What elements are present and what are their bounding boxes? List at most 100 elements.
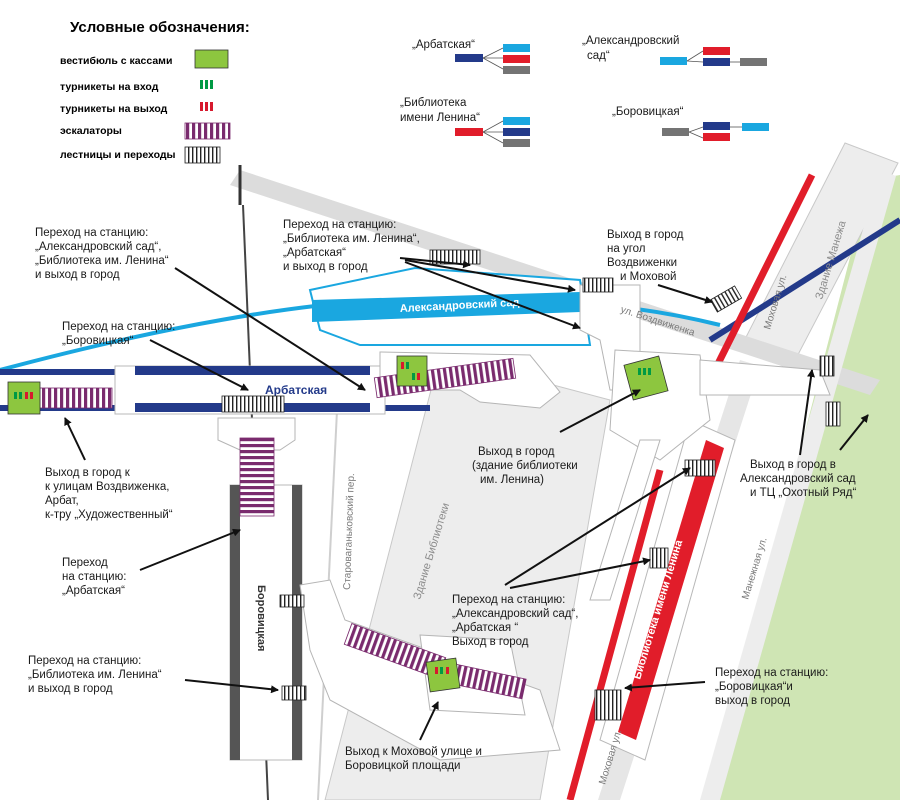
svg-text:Александровский сад: Александровский сад [740,473,856,485]
line-swatch-bor-to-arbat [703,122,730,130]
line-legend: „Арбатская“ „Александровский сад“ „Библи… [400,35,769,147]
legend-exit-icon [200,102,213,111]
vestibule-mokhovaya[interactable] [425,657,461,693]
svg-text:на угол: на угол [607,243,646,255]
line-swatch-lib-to-arbat [503,128,530,136]
line-swatch-lib-to-bor [503,139,530,147]
stairs-lower-platform [594,689,622,721]
stairs-borovitskaya-mid [279,594,305,608]
svg-text:„Арбатская“: „Арбатская“ [283,247,346,259]
escalator-arbat-west [39,387,113,409]
escalator-borovitskaya-top [239,437,275,517]
arbatskaya-platform-label: Арбатская [265,383,327,397]
svg-text:„Библиотека им. Ленина“: „Библиотека им. Ленина“ [28,669,162,681]
vestibule-arbat-east[interactable] [396,355,428,387]
svg-text:Переход на станцию:: Переход на станцию: [35,227,148,239]
manezhnaya-street [700,170,896,800]
svg-text:и выход в город: и выход в город [35,269,120,281]
callout-mokhovaya-exit: Выход к Моховой улице и Боровицкой площа… [345,701,482,772]
line-legend-arbatskaya: „Арбатская“ [412,39,475,51]
line-swatch-borovitskaya [662,128,689,136]
svg-text:Выход к Моховой улице и: Выход к Моховой улице и [345,746,482,758]
line-swatch-aleksandrovsky [660,57,687,65]
svg-text:Переход на станцию:: Переход на станцию: [283,219,396,231]
line-legend-aleksandrovsky-1: „Александровский [582,35,679,47]
svg-text:выход в город: выход в город [715,695,790,707]
line-swatch-alex-to-arbat [703,58,730,66]
svg-text:и выход в город: и выход в город [28,683,113,695]
line-swatch-arbat-to-lib [503,55,530,63]
svg-text:и Моховой: и Моховой [620,271,676,283]
stairs-garden-exit-2 [825,401,841,427]
svg-text:(здание библиотеки: (здание библиотеки [472,460,578,472]
svg-text:Переход на станцию:: Переход на станцию: [452,594,565,606]
svg-text:Боровицкой площади: Боровицкой площади [345,760,460,772]
svg-text:Переход на станцию:: Переход на станцию: [715,667,828,679]
svg-text:Выход в город к: Выход в город к [45,467,131,479]
biblioteka-platform-strip [618,440,724,740]
svg-text:и выход в город: и выход в город [283,261,368,273]
svg-text:на станцию:: на станцию: [62,571,126,583]
svg-text:и ТЦ „Охотный Ряд“: и ТЦ „Охотный Ряд“ [750,487,856,499]
callout-lib-arbat-exit: Переход на станцию: „Библиотека им. Лени… [283,219,581,330]
borovitskaya-platform-label: Боровицкая [255,585,267,651]
svg-text:Выход в город в: Выход в город в [750,459,836,471]
svg-text:к-тру „Художественный“: к-тру „Художественный“ [45,509,173,521]
legend: Условные обозначения: вестибюль с кассам… [60,19,250,164]
svg-text:„Библиотека им. Ленина“,: „Библиотека им. Ленина“, [283,233,420,245]
escalators-layer [39,357,527,700]
callout-arbatskaya-transfer: Переход на станцию: „Арбатская“ [62,528,241,597]
line-legend-aleksandrovsky-2: сад“ [587,50,610,62]
svg-text:„Боровицкая“: „Боровицкая“ [62,335,134,347]
line-legend-biblioteka-2: имени Ленина“ [400,112,480,124]
legend-label-vestibule: вестибюль с кассами [60,55,172,67]
legend-entrance-icon [200,80,213,89]
platforms-layer: Александровский сад Арбатская Боровицкая… [114,266,736,761]
legend-stairs-icon [184,146,221,164]
line-swatch-alex-to-lib [703,47,730,55]
vestibule-arbat-west[interactable] [7,381,41,415]
legend-label-stairs: лестницы и переходы [60,149,176,161]
line-swatch-bor-to-alex [742,123,769,131]
stairs-layer [221,249,841,721]
line-legend-biblioteka-1: „Библиотека [400,97,467,109]
legend-title: Условные обозначения: [70,19,250,36]
line-swatch-bor-to-lib [703,133,730,141]
svg-text:Переход на станцию:: Переход на станцию: [28,655,141,667]
borovitskaya-platform-right [292,485,302,760]
svg-text:Выход в город: Выход в город [452,636,529,648]
arbatskaya-platform-top [135,366,370,375]
legend-label-entrance: турникеты на вход [60,81,159,93]
svg-text:Переход на станцию:: Переход на станцию: [62,321,175,333]
callout-library-exit: Выход в город (здание библиотеки им. Лен… [472,389,641,486]
legend-escalator-icon [184,122,231,140]
callout-alex-lib-exit: Переход на станцию: „Александровский сад… [35,227,366,391]
escalator-arbat-east [373,357,517,399]
stairs-vozdvizhenka [582,277,614,293]
svg-text:„Арбатская “: „Арбатская “ [452,622,518,634]
svg-text:Переход: Переход [62,557,108,569]
svg-text:Выход в город: Выход в город [478,446,555,458]
passage-arbat-borovitskaya [217,417,296,451]
biblioteka-track-lower [566,469,664,801]
svg-text:„Арбатская“: „Арбатская“ [62,585,125,597]
vestibules-layer [7,355,669,693]
stairs-arbat-crossing [221,395,285,413]
callout-vozdvizhenka-arbat: Выход в город к к улицам Воздвиженка, Ар… [45,417,173,521]
vestibule-library[interactable] [623,355,669,401]
svg-text:„Александровский сад“,: „Александровский сад“, [452,608,578,620]
callout-borovitskaya-top: Переход на станцию: „Боровицкая“ [62,321,249,391]
line-legend-borovitskaya: „Боровицкая“ [612,106,684,118]
line-swatch-arbat-to-alex [503,44,530,52]
stairs-corner-exit [709,285,743,313]
passages-layer [217,284,831,761]
callouts: Переход на станцию: „Александровский сад… [28,219,869,772]
svg-text:„Боровицкая“и: „Боровицкая“и [715,681,793,693]
svg-text:Арбат,: Арбат, [45,495,79,507]
svg-text:Воздвиженки: Воздвиженки [607,257,677,269]
passage-to-garden [699,359,831,396]
line-swatch-lib-to-alex [503,117,530,125]
legend-label-escalator: эскалаторы [60,125,122,137]
stairs-borovitskaya-low [281,685,307,701]
